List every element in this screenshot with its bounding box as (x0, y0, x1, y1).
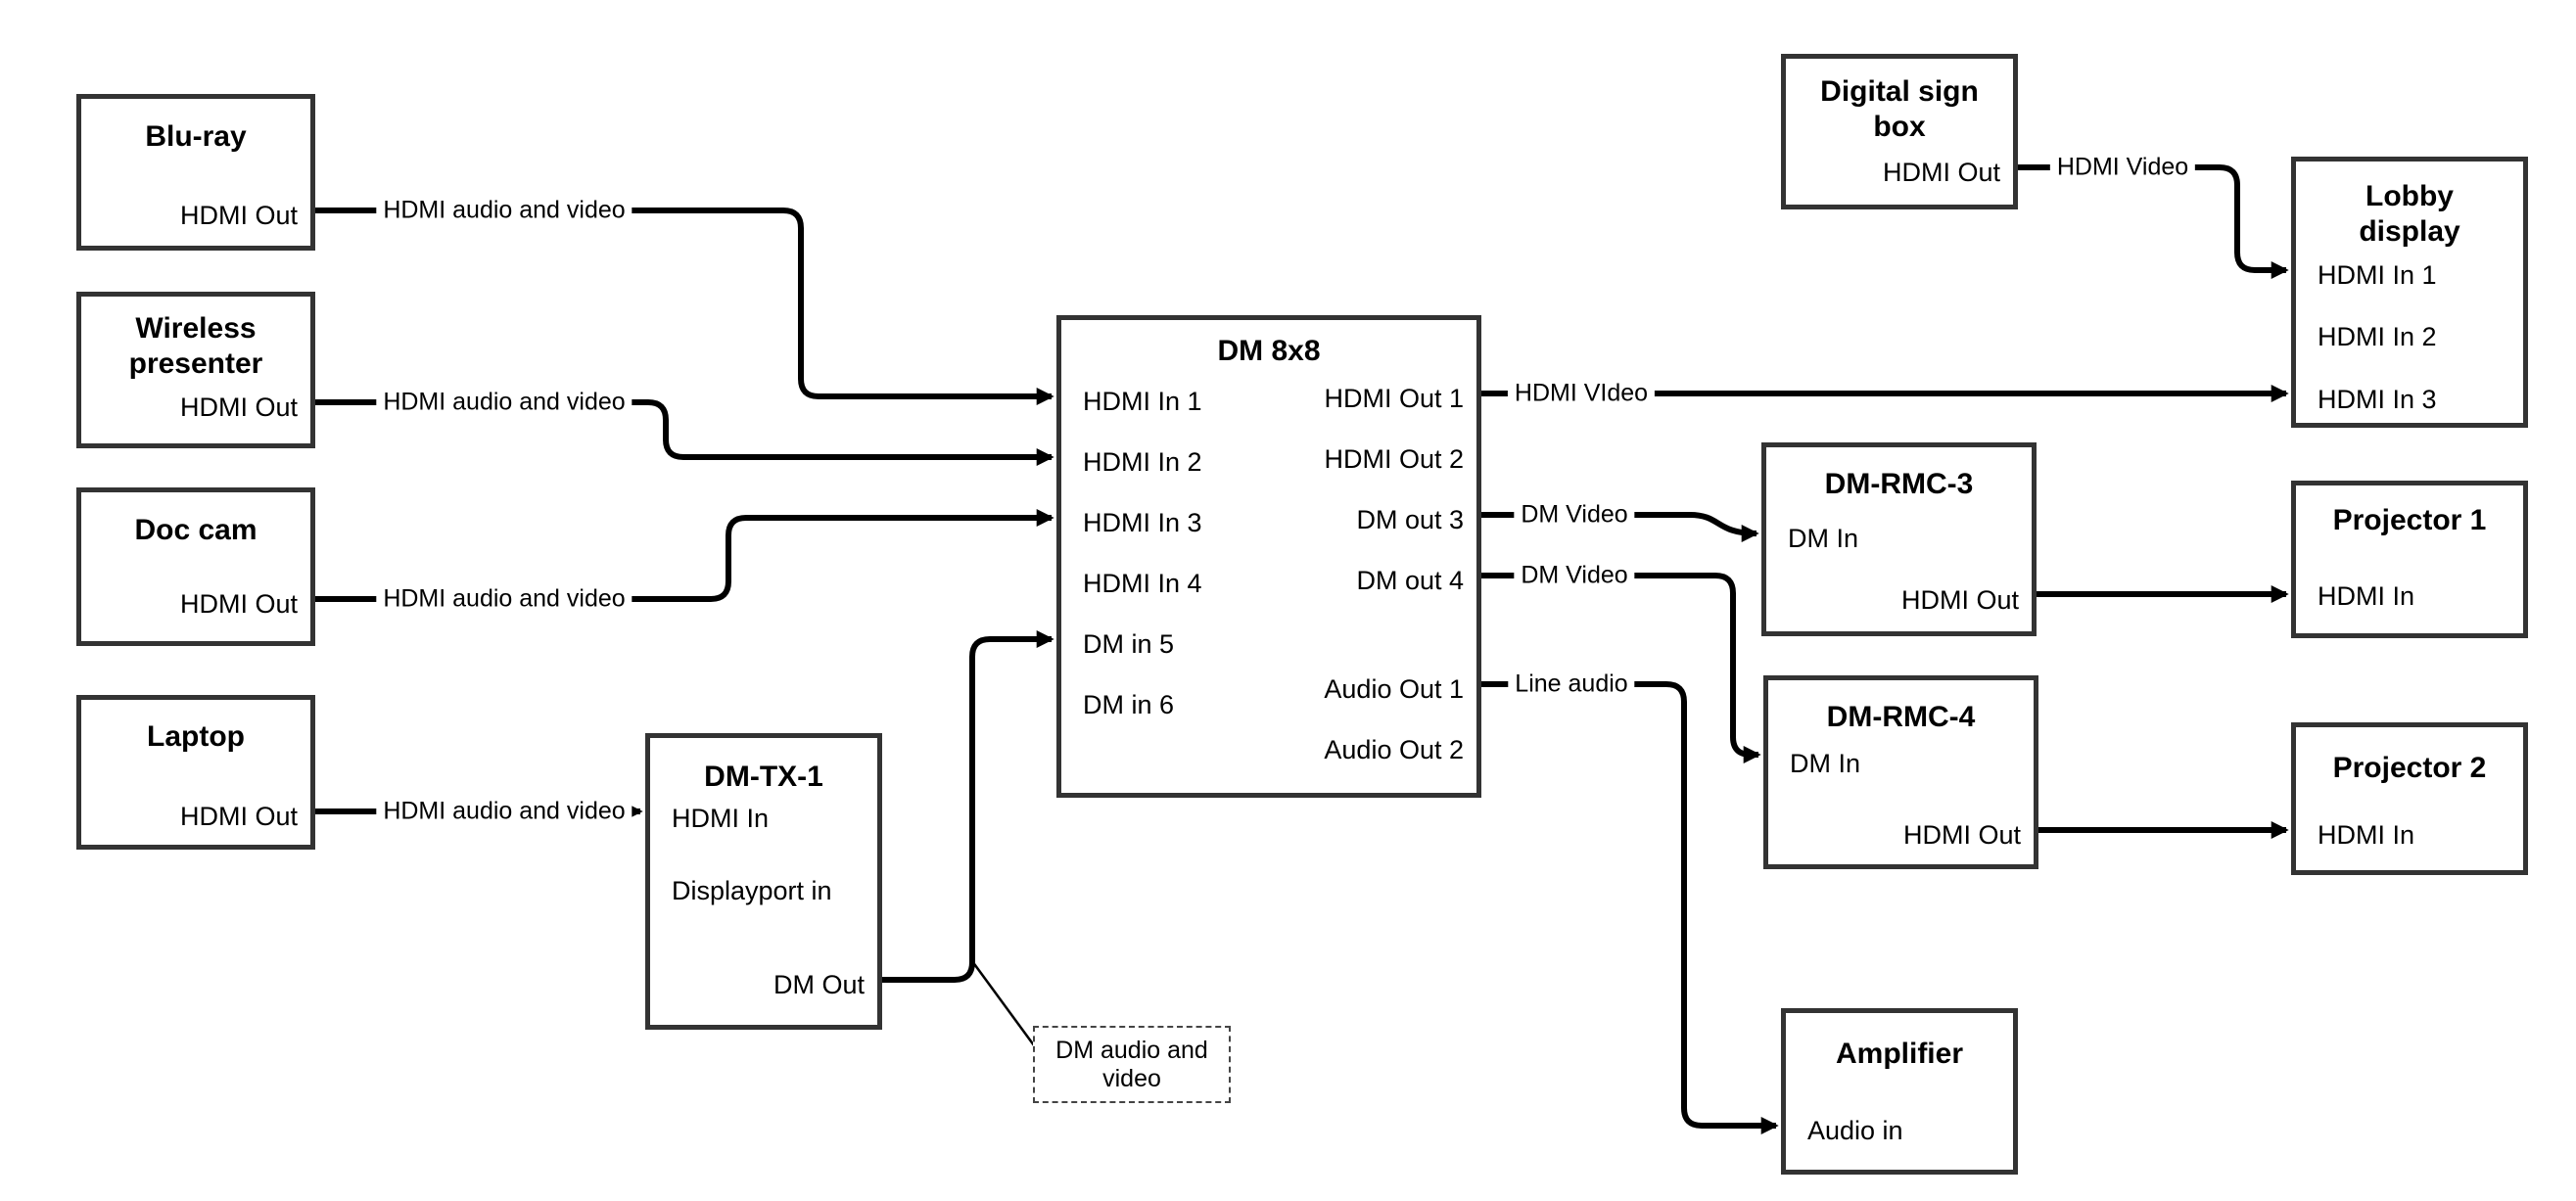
port-hdmi-out: HDMI Out (1900, 585, 2019, 615)
wire-label-dm-video-out4: DM Video (1514, 561, 1635, 590)
port-displayport-in: Displayport in (672, 876, 832, 905)
node-title: Digital sign box (1820, 75, 1979, 143)
port-dm-out-4: DM out 4 (1356, 566, 1464, 595)
port-dm-in-5: DM in 5 (1083, 629, 1175, 659)
port-hdmi-out: HDMI Out (179, 201, 298, 230)
port-hdmi-out: HDMI Out (179, 802, 298, 831)
node-digital-sign-box: Digital sign box HDMI Out (1781, 54, 2018, 209)
port-dm-in: DM In (1788, 524, 1859, 553)
wire-label-line-audio: Line audio (1508, 670, 1635, 699)
wire-digitalsign-to-lobby-in1 (2018, 164, 2289, 279)
wire-label-hdmi-video-out1: HDMI VIdeo (1507, 379, 1656, 408)
node-title: DM-RMC-3 (1824, 468, 1974, 500)
port-hdmi-in: HDMI In (2318, 820, 2415, 850)
port-audio-out-1: Audio Out 1 (1324, 674, 1464, 704)
node-projector-1: Projector 1 HDMI In (2291, 481, 2528, 638)
node-title: DM-TX-1 (704, 761, 823, 793)
node-title: Amplifier (1835, 1038, 1964, 1070)
port-hdmi-in-3: HDMI In 3 (1083, 508, 1202, 537)
wire-dm8x8-out4-to-rmc4 (1481, 573, 1761, 763)
node-dm-rmc-4: DM-RMC-4 DM In HDMI Out (1763, 675, 2038, 869)
port-dm-in: DM In (1790, 749, 1861, 778)
callout-leader-line (970, 960, 1036, 1046)
port-audio-in: Audio in (1807, 1116, 1903, 1145)
wire-dm8x8-out3-to-rmc3 (1481, 512, 1759, 542)
port-audio-out-2: Audio Out 2 (1324, 735, 1464, 764)
node-lobby-display: Lobby display HDMI In 1 HDMI In 2 HDMI I… (2291, 157, 2528, 428)
port-hdmi-out-2: HDMI Out 2 (1324, 444, 1464, 474)
wire-label-hdmi-av-bluray: HDMI audio and video (376, 196, 632, 225)
port-hdmi-out: HDMI Out (1882, 158, 2000, 187)
port-hdmi-in-1: HDMI In 1 (2318, 260, 2437, 290)
node-laptop: Laptop HDMI Out (76, 695, 315, 850)
node-wireless-presenter: Wireless presenter HDMI Out (76, 292, 315, 448)
node-projector-2: Projector 2 HDMI In (2291, 722, 2528, 875)
node-title: Projector 2 (2332, 752, 2487, 784)
callout-text: DM audio and video (1055, 1036, 1208, 1092)
port-hdmi-in-2: HDMI In 2 (1083, 447, 1202, 477)
wire-label-dm-video-out3: DM Video (1514, 500, 1635, 530)
node-dm-tx-1: DM-TX-1 HDMI In Displayport in DM Out (645, 733, 882, 1030)
port-hdmi-in-4: HDMI In 4 (1083, 569, 1202, 598)
wire-bluray-to-dm8x8-in1 (315, 208, 1054, 405)
node-title: Projector 1 (2332, 504, 2487, 536)
node-title: DM-RMC-4 (1826, 701, 1976, 733)
port-hdmi-out-1: HDMI Out 1 (1324, 384, 1464, 413)
port-hdmi-in-2: HDMI In 2 (2318, 322, 2437, 351)
port-hdmi-in: HDMI In (2318, 581, 2415, 611)
node-dm-8x8: DM 8x8 HDMI In 1 HDMI In 2 HDMI In 3 HDM… (1056, 315, 1481, 798)
port-hdmi-in: HDMI In (672, 804, 770, 833)
wire-label-hdmi-video-sign: HDMI Video (2049, 153, 2196, 182)
node-title: Laptop (147, 720, 245, 753)
wire-dmtx1-to-dm8x8-in5 (882, 630, 1054, 983)
node-amplifier: Amplifier Audio in (1781, 1008, 2018, 1175)
port-hdmi-in-1: HDMI In 1 (1083, 387, 1202, 416)
node-title: Doc cam (134, 514, 258, 546)
wire-wireless-to-dm8x8-in2 (315, 399, 1054, 466)
node-title: DM 8x8 (1217, 335, 1321, 367)
node-title: Wireless presenter (128, 312, 263, 380)
wire-dm8x8-audio1-to-amplifier (1481, 681, 1779, 1134)
port-dm-in-6: DM in 6 (1083, 690, 1175, 719)
wire-label-hdmi-av-wireless: HDMI audio and video (376, 388, 632, 417)
node-title: Lobby display (2359, 180, 2460, 248)
node-doc-cam: Doc cam HDMI Out (76, 487, 315, 646)
wire-label-hdmi-av-doccam: HDMI audio and video (376, 584, 632, 614)
node-title: Blu-ray (145, 120, 247, 153)
port-dm-out: DM Out (773, 970, 865, 999)
node-dm-rmc-3: DM-RMC-3 DM In HDMI Out (1761, 442, 2037, 636)
port-hdmi-out: HDMI Out (179, 393, 298, 422)
callout-dm-audio-video: DM audio and video (1033, 1026, 1231, 1103)
wire-doccam-to-dm8x8-in3 (315, 509, 1054, 602)
wire-label-hdmi-av-laptop: HDMI audio and video (376, 797, 632, 826)
port-dm-out-3: DM out 3 (1356, 505, 1464, 534)
port-hdmi-out: HDMI Out (179, 589, 298, 619)
port-hdmi-out: HDMI Out (1902, 820, 2021, 850)
port-hdmi-in-3: HDMI In 3 (2318, 385, 2437, 414)
node-blu-ray: Blu-ray HDMI Out (76, 94, 315, 251)
